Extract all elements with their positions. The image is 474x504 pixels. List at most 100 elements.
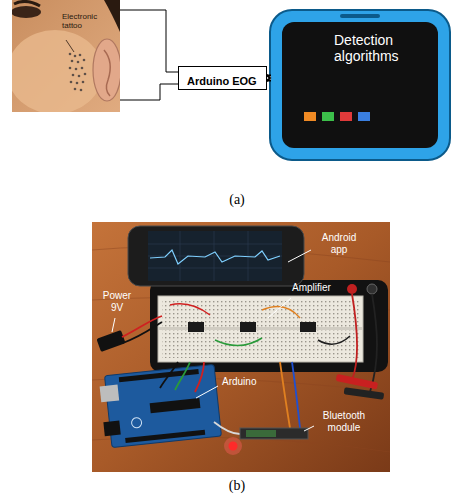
part-label: Arduino: [222, 376, 272, 388]
face-photo-part-part: [84, 73, 87, 76]
face-photo-part: [69, 53, 87, 92]
face-photo-part: [14, 1, 40, 6]
hardware-photo-part-part: [262, 306, 300, 318]
hardware-photo-part: [123, 322, 162, 343]
hardware-photo-part: [148, 231, 282, 281]
hardware-photo-part-part: [370, 294, 377, 392]
hardware-photo-part-part: [175, 362, 190, 390]
hardware-photo-part-part: [352, 294, 357, 380]
hardware-photo: [92, 222, 390, 472]
hardware-photo-part-part: [268, 298, 291, 318]
face-photo: [12, 0, 120, 112]
face-photo: Electronic tattoo: [12, 0, 120, 112]
hardware-photo-part: [347, 284, 357, 294]
hardware-photo-part: [344, 387, 385, 399]
hardware-photo-part: [170, 304, 350, 346]
hardware-photo-part-part: [148, 244, 282, 268]
hardware-photo-part: [336, 374, 379, 390]
face-photo-part: [12, 6, 41, 18]
smartphone: [270, 10, 450, 160]
hardware-photo-part-part: [292, 362, 300, 428]
hardware-photo-part-part: [318, 336, 350, 344]
face-photo-part: [66, 40, 74, 52]
face-photo-part: [104, 50, 110, 96]
hardware-photo-part-part: [150, 398, 201, 413]
hardware-photo-part-part: [103, 421, 120, 437]
part-label: Power 9V: [100, 290, 134, 313]
face-photo-part: [104, 0, 120, 32]
hardware-photo-part-part: [288, 250, 311, 262]
hardware-photo-part: [150, 250, 280, 264]
part-label: Android app: [315, 232, 363, 255]
hardware-photo-part: [300, 322, 316, 332]
hardware-photo-part: [158, 296, 363, 362]
smartphone-part: [322, 112, 334, 121]
hardware-photo-part-part: [214, 422, 240, 434]
part-label: Bluetooth module: [318, 410, 370, 433]
hardware-photo-part: [160, 294, 377, 434]
hardware-photo-part-part: [131, 417, 142, 428]
hardware-photo-part: [224, 437, 242, 455]
smartphone-part: [270, 10, 450, 160]
face-photo-part-part: [69, 67, 72, 70]
box-label: Arduino EOG: [187, 75, 257, 88]
smartphone-part: [358, 112, 370, 121]
hardware-photo-part: [148, 231, 282, 281]
hardware-photo-part-part: [280, 362, 290, 428]
hardware-photo-part-part: [100, 385, 120, 403]
face-photo-part-part: [70, 81, 73, 84]
smartphone-part: [304, 112, 316, 121]
wire: [120, 84, 178, 100]
hardware-photo-part: [150, 280, 388, 372]
hardware-photo-part-part: [160, 362, 178, 388]
hardware-photo-part: [96, 330, 125, 352]
node-label: Electronic tattoo: [62, 12, 114, 30]
wire-line: [120, 84, 178, 100]
smartphone-part: [340, 112, 352, 121]
hardware-photo-part-part: [195, 362, 204, 392]
hardware-photo-part-part: [112, 318, 115, 332]
face-photo-part-part: [81, 67, 84, 70]
wire-line: [120, 10, 178, 72]
face-photo-part-part: [83, 59, 86, 62]
hardware-photo-part-part: [119, 369, 199, 382]
process-box: Arduino EOG: [178, 66, 267, 90]
hardware-photo-part: [188, 322, 204, 332]
hardware-photo-part-part: [125, 430, 205, 443]
hardware-photo-part: [92, 222, 390, 472]
face-photo-part-part: [78, 75, 81, 78]
hardware-photo-part-part: [304, 426, 314, 431]
smartphone-part: [340, 14, 380, 18]
hardware-photo-part: [240, 428, 308, 439]
hardware-photo-part-part: [196, 386, 218, 398]
panel-caption: (a): [217, 192, 257, 208]
node-label: Detection algorithms: [334, 32, 442, 64]
face-photo-part-part: [69, 53, 72, 56]
hardware-photo-part-part: [105, 364, 222, 447]
smartphone: Detection algorithms: [270, 10, 450, 160]
face-photo-part-part: [74, 88, 77, 91]
part-label: Amplifier: [292, 282, 352, 294]
face-photo-part-part: [76, 82, 79, 85]
face-photo-part-part: [75, 68, 78, 71]
face-photo-part-part: [82, 81, 85, 84]
face-photo-part: [12, 30, 103, 112]
hardware-photo-part-part: [215, 338, 262, 346]
hardware-photo-part: [367, 284, 377, 294]
face-photo-part-part: [80, 89, 83, 92]
face-photo-part-part: [74, 55, 77, 58]
hardware-photo-part: [112, 250, 314, 431]
hardware-photo-part: [240, 322, 256, 332]
wire: [120, 10, 178, 72]
hardware-photo-part-part: [170, 304, 210, 315]
face-photo-part-part: [77, 61, 80, 64]
hardware-photo-part: [246, 430, 276, 437]
face-photo-part-part: [72, 74, 75, 77]
panel-caption: (b): [217, 478, 257, 494]
hardware-photo-part: [99, 364, 222, 448]
hardware-photo-part: [128, 226, 304, 286]
face-photo-part-part: [71, 60, 74, 63]
face-photo-part: [93, 39, 120, 101]
face-photo-part-part: [79, 54, 82, 57]
